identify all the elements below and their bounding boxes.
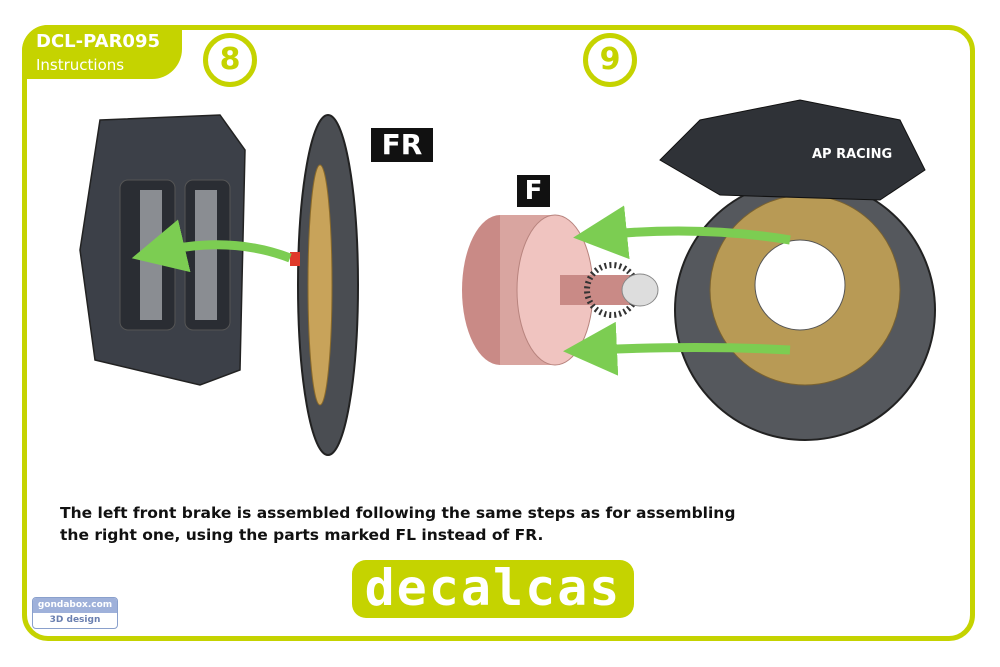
hub-illustration [462,214,659,366]
product-code: DCL-PAR095 [36,31,160,52]
description: The left front brake is assembled follow… [60,502,735,546]
step-9-number: 9 [583,33,637,87]
ap-racing-caliper-illustration: AP RACING [659,99,926,201]
badge-bottom: 3D design [49,615,101,625]
part-tag-f: F [517,175,550,207]
part-tag-fr: FR [371,128,433,162]
badge-top: gondabox.com [33,598,117,613]
arrow-9-lower [563,321,791,376]
brake-disc-side-illustration [290,114,359,456]
arrow-9-upper [573,205,791,260]
header-tab: DCL-PAR095 Instructions [22,25,182,79]
description-line-1: The left front brake is assembled follow… [60,504,736,522]
description-line-2: the right one, using the parts marked FL… [60,526,544,544]
header-subtitle: Instructions [36,56,125,74]
gondabox-badge: gondabox.com 3D design [32,597,118,629]
step-8-number: 8 [203,33,257,87]
decalcas-logo: decalcas [352,560,634,618]
caliper-brand: AP RACING [812,147,892,162]
brake-disc-front-illustration [674,179,936,441]
page-frame [22,25,975,641]
arrow-8 [131,219,292,273]
